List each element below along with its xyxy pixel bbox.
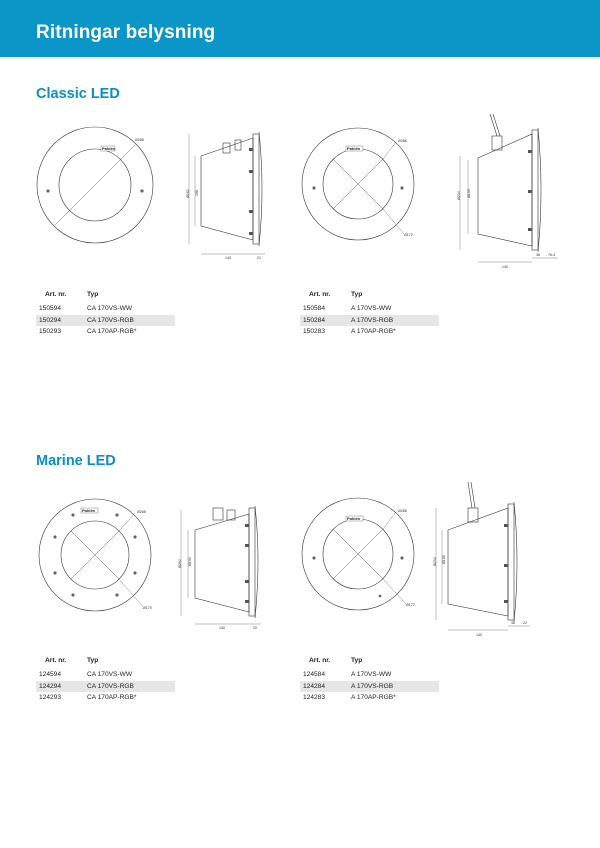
marine-right-front-drawing: Pahlén Ø288 Ø172 xyxy=(300,496,420,616)
column-header: Art. nr. xyxy=(309,657,331,664)
classic-right-spec-table: Art. nr. Typ 150584 A 170VS-WW 150284 A … xyxy=(300,286,439,338)
art-nr-cell: 150584 xyxy=(303,305,326,313)
brand-logo: Pahlén xyxy=(347,516,361,521)
dimension-label: Ø195 xyxy=(467,189,471,198)
dimension-label: 36 xyxy=(511,621,515,625)
dimension-label: 198 xyxy=(195,190,199,196)
classic-right-side-drawing: Ø234 Ø195 140 38 76.4 xyxy=(452,100,562,272)
dimension-label: Ø234 xyxy=(433,557,437,566)
classic-left-side-drawing: Ø262 198 140 21 xyxy=(183,128,273,263)
type-cell: A 170AP-RGB* xyxy=(351,694,396,702)
dimension-label: Ø234 xyxy=(457,191,461,200)
marine-right-spec-table: Art. nr. Typ 124584 A 170VS-WW 124284 A … xyxy=(300,652,439,704)
column-header: Art. nr. xyxy=(309,291,331,298)
type-cell: CA 170AP-RGB* xyxy=(87,694,137,702)
art-nr-cell: 124284 xyxy=(300,680,351,692)
table-row: 150294 CA 170VS-RGB xyxy=(36,314,175,326)
dimension-label: 22 xyxy=(523,621,527,625)
classic-right-front-drawing: Pahlén Ø288 Ø172 xyxy=(300,126,420,246)
marine-left-side-drawing: Ø262 Ø193 140 20 xyxy=(175,500,270,630)
dimension-label: Ø288 xyxy=(135,138,144,142)
dimension-label: Ø288 xyxy=(398,509,407,513)
table-row: 150283 A 170AP-RGB* xyxy=(300,326,439,338)
table-row: 150284 A 170VS-RGB xyxy=(300,314,439,326)
classic-left-spec-table: Art. nr. Typ 150594 CA 170VS-WW 150294 C… xyxy=(36,286,175,338)
type-cell: CA 170VS-RGB xyxy=(87,314,175,326)
section-title-classic-led: Classic LED xyxy=(36,86,120,102)
type-cell: A 170VS-WW xyxy=(351,305,392,313)
table-row: 150293 CA 170AP-RGB* xyxy=(36,326,175,338)
table-header-row: Art. nr. Typ xyxy=(36,286,175,303)
brand-logo: Pahlén xyxy=(102,146,116,151)
art-nr-cell: 124283 xyxy=(303,694,326,702)
art-nr-cell: 124584 xyxy=(303,671,326,679)
table-header-row: Art. nr. Typ xyxy=(36,652,175,669)
type-cell: A 170VS-WW xyxy=(351,671,392,679)
art-nr-cell: 150594 xyxy=(39,305,62,313)
dimension-label: 140 xyxy=(225,256,231,260)
art-nr-cell: 124294 xyxy=(36,680,87,692)
marine-left-spec-table: Art. nr. Typ 124594 CA 170VS-WW 124294 C… xyxy=(36,652,175,704)
dimension-label: Ø172 xyxy=(404,233,413,237)
dimension-label: 140 xyxy=(476,633,482,637)
dimension-label: 140 xyxy=(219,626,225,630)
table-header-row: Art. nr. Typ xyxy=(300,652,439,669)
dimension-label: Ø262 xyxy=(178,559,182,568)
table-row: 150584 A 170VS-WW xyxy=(300,303,439,315)
type-cell: CA 170VS-RGB xyxy=(87,680,175,692)
table-row: 124283 A 170AP-RGB* xyxy=(300,692,439,704)
art-nr-cell: 150284 xyxy=(300,314,351,326)
dimension-label: Ø170 xyxy=(143,606,152,610)
brand-logo: Pahlén xyxy=(82,508,96,513)
type-cell: A 170VS-RGB xyxy=(351,314,439,326)
art-nr-cell: 150283 xyxy=(303,328,326,336)
table-row: 124594 CA 170VS-WW xyxy=(36,669,175,681)
art-nr-cell: 150294 xyxy=(36,314,87,326)
dimension-label: Ø195 xyxy=(442,555,446,564)
type-cell: A 170AP-RGB* xyxy=(351,328,396,336)
type-cell: CA 170VS-WW xyxy=(87,671,133,679)
classic-left-front-drawing: Pahlén Ø288 xyxy=(35,125,155,245)
page-header: Ritningar belysning xyxy=(0,0,600,57)
dimension-label: 20 xyxy=(253,626,257,630)
dimension-label: Ø262 xyxy=(186,189,190,198)
art-nr-cell: 124594 xyxy=(39,671,62,679)
dimension-label: Ø172 xyxy=(406,603,415,607)
column-header: Art. nr. xyxy=(45,657,67,664)
table-row: 150594 CA 170VS-WW xyxy=(36,303,175,315)
dimension-label: Ø288 xyxy=(398,139,407,143)
column-header: Typ xyxy=(351,291,363,298)
type-cell: CA 170AP-RGB* xyxy=(87,328,137,336)
art-nr-cell: 150293 xyxy=(39,328,62,336)
type-cell: CA 170VS-WW xyxy=(87,305,133,313)
brand-logo: Pahlén xyxy=(347,146,361,151)
column-header: Typ xyxy=(87,657,99,664)
dimension-label: Ø193 xyxy=(188,557,192,566)
dimension-label: 76.4 xyxy=(548,253,555,257)
column-header: Art. nr. xyxy=(45,291,67,298)
table-header-row: Art. nr. Typ xyxy=(300,286,439,303)
page-title: Ritningar belysning xyxy=(36,22,216,43)
marine-left-front-drawing: Pahlén Ø288 Ø170 xyxy=(35,497,155,617)
section-title-marine-led: Marine LED xyxy=(36,453,116,469)
table-row: 124584 A 170VS-WW xyxy=(300,669,439,681)
table-row: 124294 CA 170VS-RGB xyxy=(36,680,175,692)
table-row: 124293 CA 170AP-RGB* xyxy=(36,692,175,704)
dimension-label: 140 xyxy=(502,265,508,269)
art-nr-cell: 124293 xyxy=(39,694,62,702)
dimension-label: 38 xyxy=(536,253,540,257)
dimension-label: Ø288 xyxy=(137,510,146,514)
table-row: 124284 A 170VS-RGB xyxy=(300,680,439,692)
column-header: Typ xyxy=(351,657,363,664)
type-cell: A 170VS-RGB xyxy=(351,680,439,692)
dimension-label: 21 xyxy=(257,256,261,260)
column-header: Typ xyxy=(87,291,99,298)
marine-right-side-drawing: Ø234 Ø195 140 36 22 xyxy=(430,478,535,638)
